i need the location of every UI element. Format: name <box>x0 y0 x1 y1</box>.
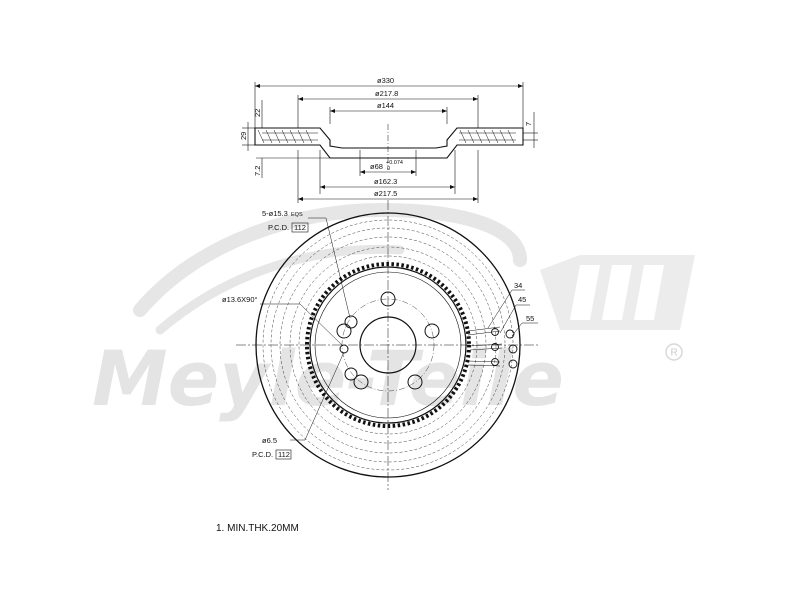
label-pcd: P.C.D. <box>268 223 289 232</box>
label-small-pcd: P.C.D. <box>252 450 273 459</box>
label-68-tol-upper: +0.074 <box>386 160 403 166</box>
label-1623: ø162.3 <box>374 177 397 186</box>
leader-bolt-holes <box>308 217 351 319</box>
label-2175: ø217.5 <box>374 189 397 198</box>
hat-outer-edge <box>309 266 467 424</box>
label-2178: ø217.8 <box>375 89 398 98</box>
center-bore <box>359 316 417 374</box>
label-144: ø144 <box>377 101 394 110</box>
small-pcd-box <box>275 449 292 460</box>
thread-hole-bottom <box>344 367 358 381</box>
label-68-tol-lower: 0 <box>387 166 390 172</box>
bolt-hole-4 <box>353 374 369 390</box>
label-7: 7 <box>524 122 533 126</box>
label-34: 34 <box>514 281 522 290</box>
vent-channel-lines <box>262 132 516 141</box>
leader-45 <box>499 304 530 334</box>
hat-inner-edge <box>314 271 462 419</box>
section-view <box>242 82 538 203</box>
label-small-holes: ø6.5 <box>262 436 277 445</box>
drill-hole-4 <box>505 329 515 339</box>
disc-friction-ring-2 <box>270 227 506 463</box>
watermark-swoosh-b <box>155 244 405 335</box>
pcd-box <box>291 222 309 233</box>
label-small-pcd-value: 112 <box>278 450 290 459</box>
leader-34 <box>487 289 525 329</box>
section-view-labels: ø330 ø217.8 ø144 ø68 +0.074 0 ø162.3 ø21… <box>239 76 533 198</box>
locating-hole <box>339 344 349 354</box>
label-chamfer: ø13.6X90° <box>222 295 258 304</box>
front-view <box>236 200 540 490</box>
bolt-hole-5 <box>336 323 352 339</box>
label-29: 29 <box>239 132 248 140</box>
leader-55 <box>511 322 538 337</box>
label-68: ø68 <box>370 162 383 171</box>
groove-lines <box>467 326 503 367</box>
watermark: Meyle-Teile R <box>92 202 695 423</box>
drill-hole-2 <box>491 343 499 351</box>
registered-mark-circle <box>665 343 683 361</box>
disc-profile <box>254 127 524 159</box>
watermark-text: Meyle-Teile <box>92 334 564 423</box>
section-hatching <box>257 129 515 144</box>
label-72: 7.2 <box>253 166 262 176</box>
bolt-hole-1 <box>380 291 396 307</box>
label-55: 55 <box>526 314 534 323</box>
note-min-thickness: 1. MIN.THK.20MM <box>216 523 299 534</box>
bolt-hole-3 <box>407 374 423 390</box>
drill-hole-6 <box>508 359 518 369</box>
disc-friction-ring-5 <box>298 255 478 435</box>
thread-hole-top <box>344 315 358 329</box>
label-pcd-value: 112 <box>294 223 306 232</box>
disc-outer-edge <box>255 212 521 478</box>
leader-small-holes <box>290 351 345 441</box>
label-bolt-holes: 5-ø15.3 <box>262 209 288 218</box>
front-view-labels: 5-ø15.3 EQS P.C.D. 112 ø13.6X90° ø6.5 P.… <box>222 209 534 459</box>
watermark-emblem-stripes <box>570 265 664 320</box>
disc-friction-ring-3 <box>279 236 497 454</box>
drill-hole-5 <box>508 344 518 354</box>
vent-slots-ring <box>305 262 471 428</box>
leader-chamfer <box>260 303 344 347</box>
registered-mark: R <box>671 348 678 359</box>
label-45: 45 <box>518 295 526 304</box>
watermark-swoosh-a <box>133 202 527 317</box>
label-bolt-holes-suffix: EQS <box>291 212 303 218</box>
label-330: ø330 <box>377 76 394 85</box>
label-22: 22 <box>253 109 262 117</box>
bolt-hole-2 <box>424 323 440 339</box>
